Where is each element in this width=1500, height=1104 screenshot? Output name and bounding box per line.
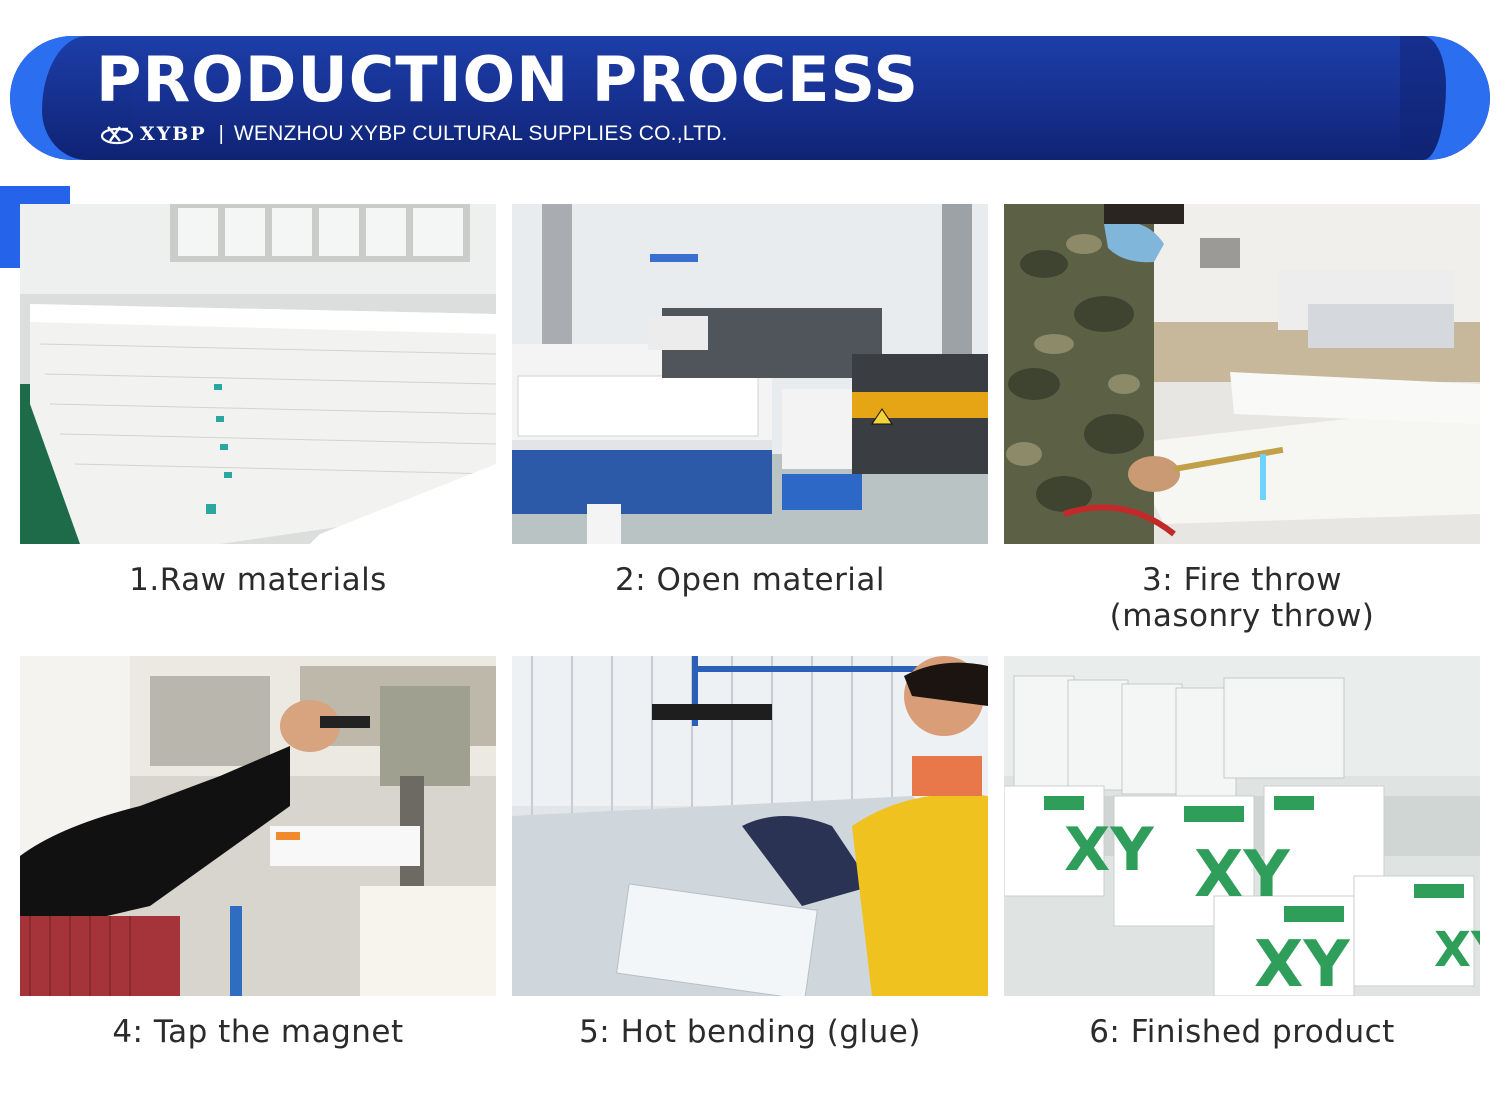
caption-step-6: 6: Finished product [1089, 1014, 1395, 1050]
caption-step-1: 1.Raw materials [129, 562, 387, 598]
product-logo-text-4: XY [1434, 922, 1480, 978]
open-material-image [512, 204, 988, 544]
page-title: PRODUCTION PROCESS [96, 43, 920, 116]
finished-product-image: XY XY XY XY [1004, 656, 1480, 996]
product-logo-text-2: XY [1194, 838, 1290, 912]
caption-step-3: 3: Fire throw (masonry throw) [1004, 562, 1480, 634]
photo-raw-materials [20, 204, 496, 544]
fire-throw-image [1004, 204, 1480, 544]
banner-left-swirl [10, 36, 132, 160]
photo-open-material [512, 204, 988, 544]
photo-fire-throw [1004, 204, 1480, 544]
hot-bending-image [512, 656, 988, 996]
photo-tap-magnet [20, 656, 496, 996]
banner-right-swirl [1400, 36, 1490, 160]
product-logo-text-1: XY [1064, 815, 1155, 885]
caption-step-3-line1: 3: Fire throw [1142, 562, 1342, 598]
caption-step-3-line2: (masonry throw) [1109, 598, 1375, 634]
tap-magnet-image [20, 656, 496, 996]
caption-step-4: 4: Tap the magnet [112, 1014, 404, 1050]
logo-text: XYBP [140, 123, 207, 145]
company-line: XYBP | WENZHOU XYBP CULTURAL SUPPLIES CO… [100, 120, 727, 148]
caption-step-2: 2: Open material [614, 562, 886, 598]
product-logo-text-3: XY [1254, 928, 1350, 996]
caption-step-5: 5: Hot bending (glue) [579, 1014, 921, 1050]
divider: | [218, 122, 224, 145]
photo-finished-product: XY XY XY XY [1004, 656, 1480, 996]
raw-materials-image [20, 204, 496, 544]
photo-hot-bending [512, 656, 988, 996]
header-banner: PRODUCTION PROCESS XYBP | WENZHOU XYBP C… [10, 36, 1490, 160]
company-name: WENZHOU XYBP CULTURAL SUPPLIES CO.,LTD. [233, 122, 728, 145]
xybp-logo-icon [100, 126, 134, 145]
